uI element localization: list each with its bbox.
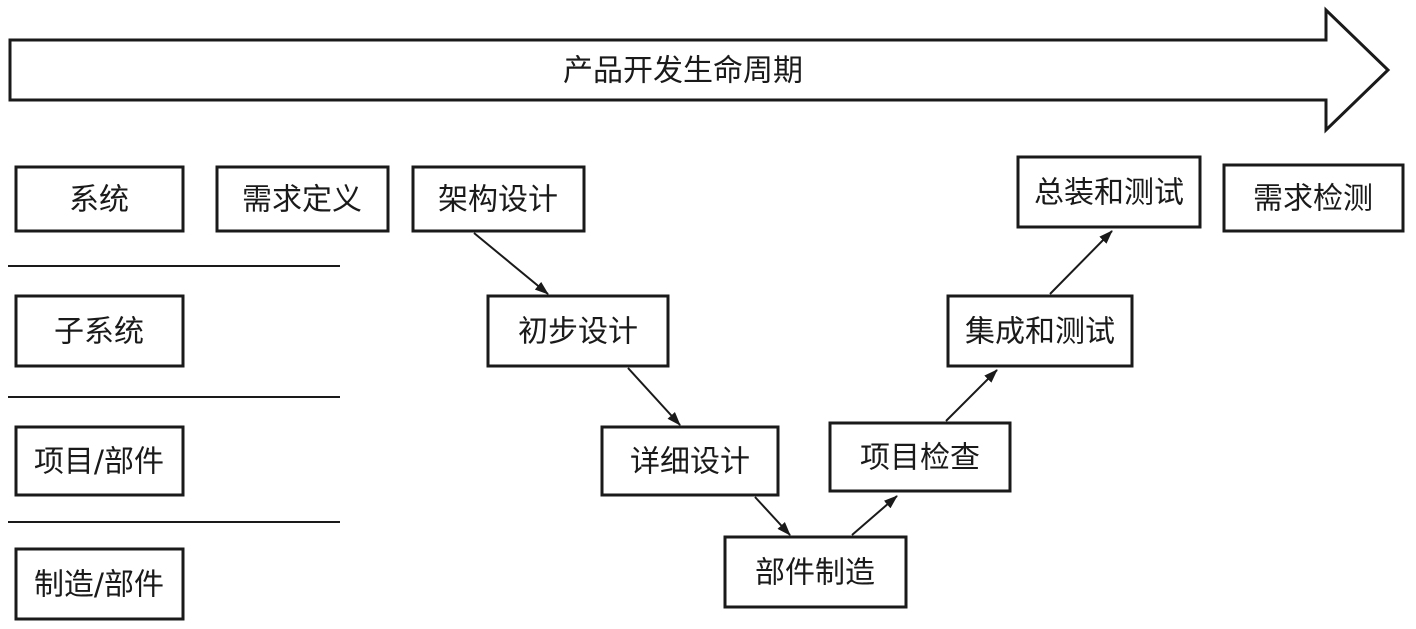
step-preliminary-design: 初步设计 [486,294,670,368]
arrow-architecture-to-preliminary [473,232,549,295]
step-architecture-design: 架构设计 [411,165,586,233]
level-manufacturing-component: 制造/部件 [14,547,185,621]
level-label-item-component: 项目/部件 [34,445,164,480]
level-label-system: 系统 [69,183,129,218]
step-label: 需求检测 [1253,182,1373,217]
step-detailed-design: 详细设计 [600,425,780,497]
lifecycle-banner-label: 产品开发生命周期 [563,54,803,89]
step-label: 部件制造 [755,556,875,591]
step-requirements-definition: 需求定义 [215,165,390,233]
arrow-integration-to-final-assembly [1049,230,1113,295]
level-column: 系统 子系统 项目/部件 制造/部件 [8,165,340,621]
step-label: 初步设计 [518,315,638,350]
step-label: 集成和测试 [965,315,1115,350]
lifecycle-arrow-shape [8,6,1391,134]
level-label-manufacturing-component: 制造/部件 [34,568,164,603]
step-label: 项目检查 [860,441,980,476]
step-label: 详细设计 [630,445,750,480]
lifecycle-banner: 产品开发生命周期 [8,6,1391,134]
step-label: 总装和测试 [1034,176,1184,211]
level-subsystem: 子系统 [14,294,185,368]
step-integration-and-test: 集成和测试 [946,294,1134,368]
arrow-detailed-to-manufacturing [754,496,791,536]
arrow-inspection-to-integration [945,369,998,422]
level-system: 系统 [14,165,185,233]
flow-arrows [473,230,1113,536]
arrow-preliminary-to-detailed [627,367,681,426]
step-label: 需求定义 [242,183,362,218]
arrow-manufacturing-to-inspection [851,495,898,536]
step-final-assembly-and-test: 总装和测试 [1016,155,1202,229]
step-component-manufacturing: 部件制造 [723,535,908,609]
step-label: 架构设计 [438,183,558,218]
level-label-subsystem: 子系统 [54,315,144,350]
step-item-inspection: 项目检查 [828,421,1012,493]
level-item-component: 项目/部件 [14,425,185,497]
step-requirements-verification: 需求检测 [1222,163,1405,233]
